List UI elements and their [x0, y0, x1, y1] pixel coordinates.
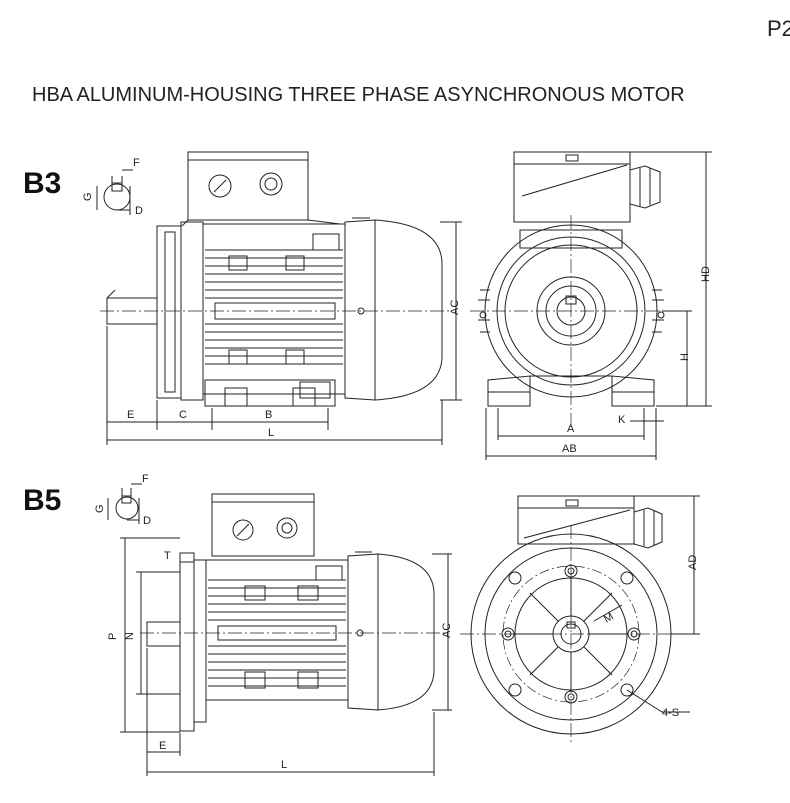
b3-dim-ac: AC [449, 300, 461, 315]
page-title: HBA ALUMINUM-HOUSING THREE PHASE ASYNCHR… [32, 84, 685, 106]
b5-dim-l: L [281, 759, 287, 771]
b5-dim-d: D [143, 515, 151, 527]
b5-dim-s: 4-S [662, 707, 679, 719]
b3-dim-h: H [679, 353, 691, 361]
b5-dim-n: N [124, 632, 136, 640]
b3-dim-d: D [135, 205, 143, 217]
b3-section-label: B3 [23, 167, 62, 200]
b3-side-view: E C B L AC [100, 151, 462, 445]
b5-dim-p: P [107, 633, 119, 640]
b5-dim-ad: AD [687, 555, 699, 570]
b5-dim-t: T [164, 550, 171, 562]
b3-dim-a: A [567, 423, 575, 435]
b3-dim-c: C [179, 409, 187, 421]
b3-dim-b: B [265, 409, 272, 421]
b5-side-view: T P N E L AC [107, 493, 453, 776]
b5-section-label: B5 [23, 484, 62, 517]
b5-dim-e: E [159, 740, 166, 752]
b3-dim-f: F [133, 157, 140, 169]
b3-dim-l: L [268, 427, 274, 439]
b3-end-view: A AB K HD H [470, 151, 712, 460]
b5-dim-m: M [602, 611, 616, 626]
b5-key-detail: F G D [94, 473, 151, 527]
b3-dim-hd: HD [700, 266, 712, 282]
b3-cooling-fins [205, 249, 343, 365]
b3-dim-e: E [127, 409, 134, 421]
b3-dim-k: K [618, 414, 626, 426]
b3-dim-ab: AB [562, 443, 577, 455]
b5-dim-f: F [142, 473, 149, 485]
page-number: P2 [767, 16, 790, 41]
b3-key-detail: F G D [82, 157, 143, 217]
b5-dim-g: G [94, 504, 106, 513]
b5-end-view: M AD 4-S [460, 495, 700, 745]
b3-dim-g: G [82, 192, 94, 201]
b5-cooling-fins [208, 579, 346, 687]
b5-dim-ac: AC [441, 623, 453, 638]
